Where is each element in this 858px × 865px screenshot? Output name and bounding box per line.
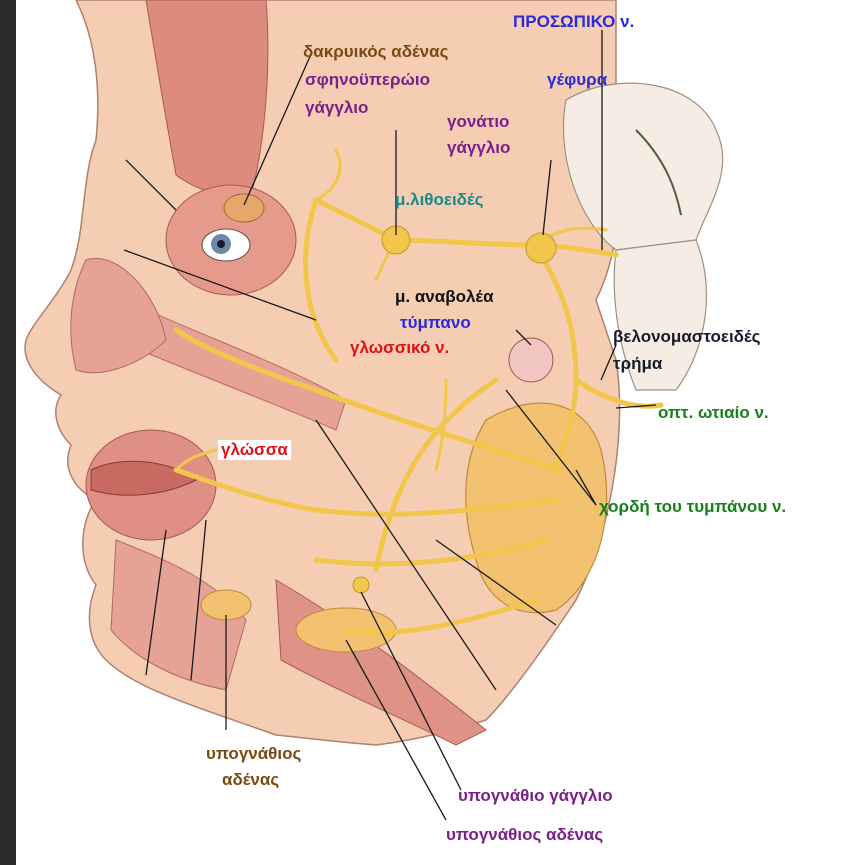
label-stylomastoid-foramen-1: βελονομαστοειδές (613, 327, 761, 347)
label-submandibular-gland-1: υπογνάθιος (206, 744, 301, 764)
label-stapedius: μ. αναβολέα (395, 287, 494, 307)
label-petrosal-nerve: μ.λιθοειδές (395, 190, 484, 210)
label-chorda-tympani: χορδή του τυμπάνου ν. (599, 497, 786, 517)
facial-nerve-illustration (16, 0, 858, 865)
label-geniculate-ganglion-2: γάγγλιο (447, 138, 510, 158)
label-lacrimal-gland: δακρυικός αδένας (303, 42, 448, 62)
label-pterygopalatine-ganglion-2: γάγγλιο (305, 98, 368, 118)
diagram-canvas: δακρυικός αδένας σφηνοϋπερώιο γάγγλιο ΠΡ… (16, 0, 858, 865)
lacrimal-gland (224, 194, 264, 222)
label-posterior-auricular-nerve: οπτ. ωτιαίο ν. (658, 403, 769, 423)
label-tympanum: τύμπανο (400, 313, 471, 333)
label-submandibular-ganglion: υπογνάθιο γάγγλιο (458, 786, 613, 806)
label-tongue: γλώσσα (218, 440, 291, 460)
label-stylomastoid-foramen-2: τρήμα (613, 354, 662, 374)
label-submandibular-gland-2: αδένας (222, 770, 279, 790)
label-pterygopalatine-ganglion-1: σφηνοϋπερώιο (305, 70, 430, 90)
label-submandibular-gland-b: υπογνάθιος αδένας (446, 825, 603, 845)
label-pons: γέφυρα (547, 70, 607, 90)
submandibular-ganglion (353, 577, 369, 593)
label-geniculate-ganglion-1: γονάτιο (447, 112, 509, 132)
geniculate-ganglion (526, 233, 556, 263)
pupil (217, 240, 225, 248)
label-lingual-nerve: γλωσσικό ν. (350, 338, 449, 358)
label-facial-nerve: ΠΡΟΣΩΠΙΚΟ ν. (513, 12, 634, 32)
